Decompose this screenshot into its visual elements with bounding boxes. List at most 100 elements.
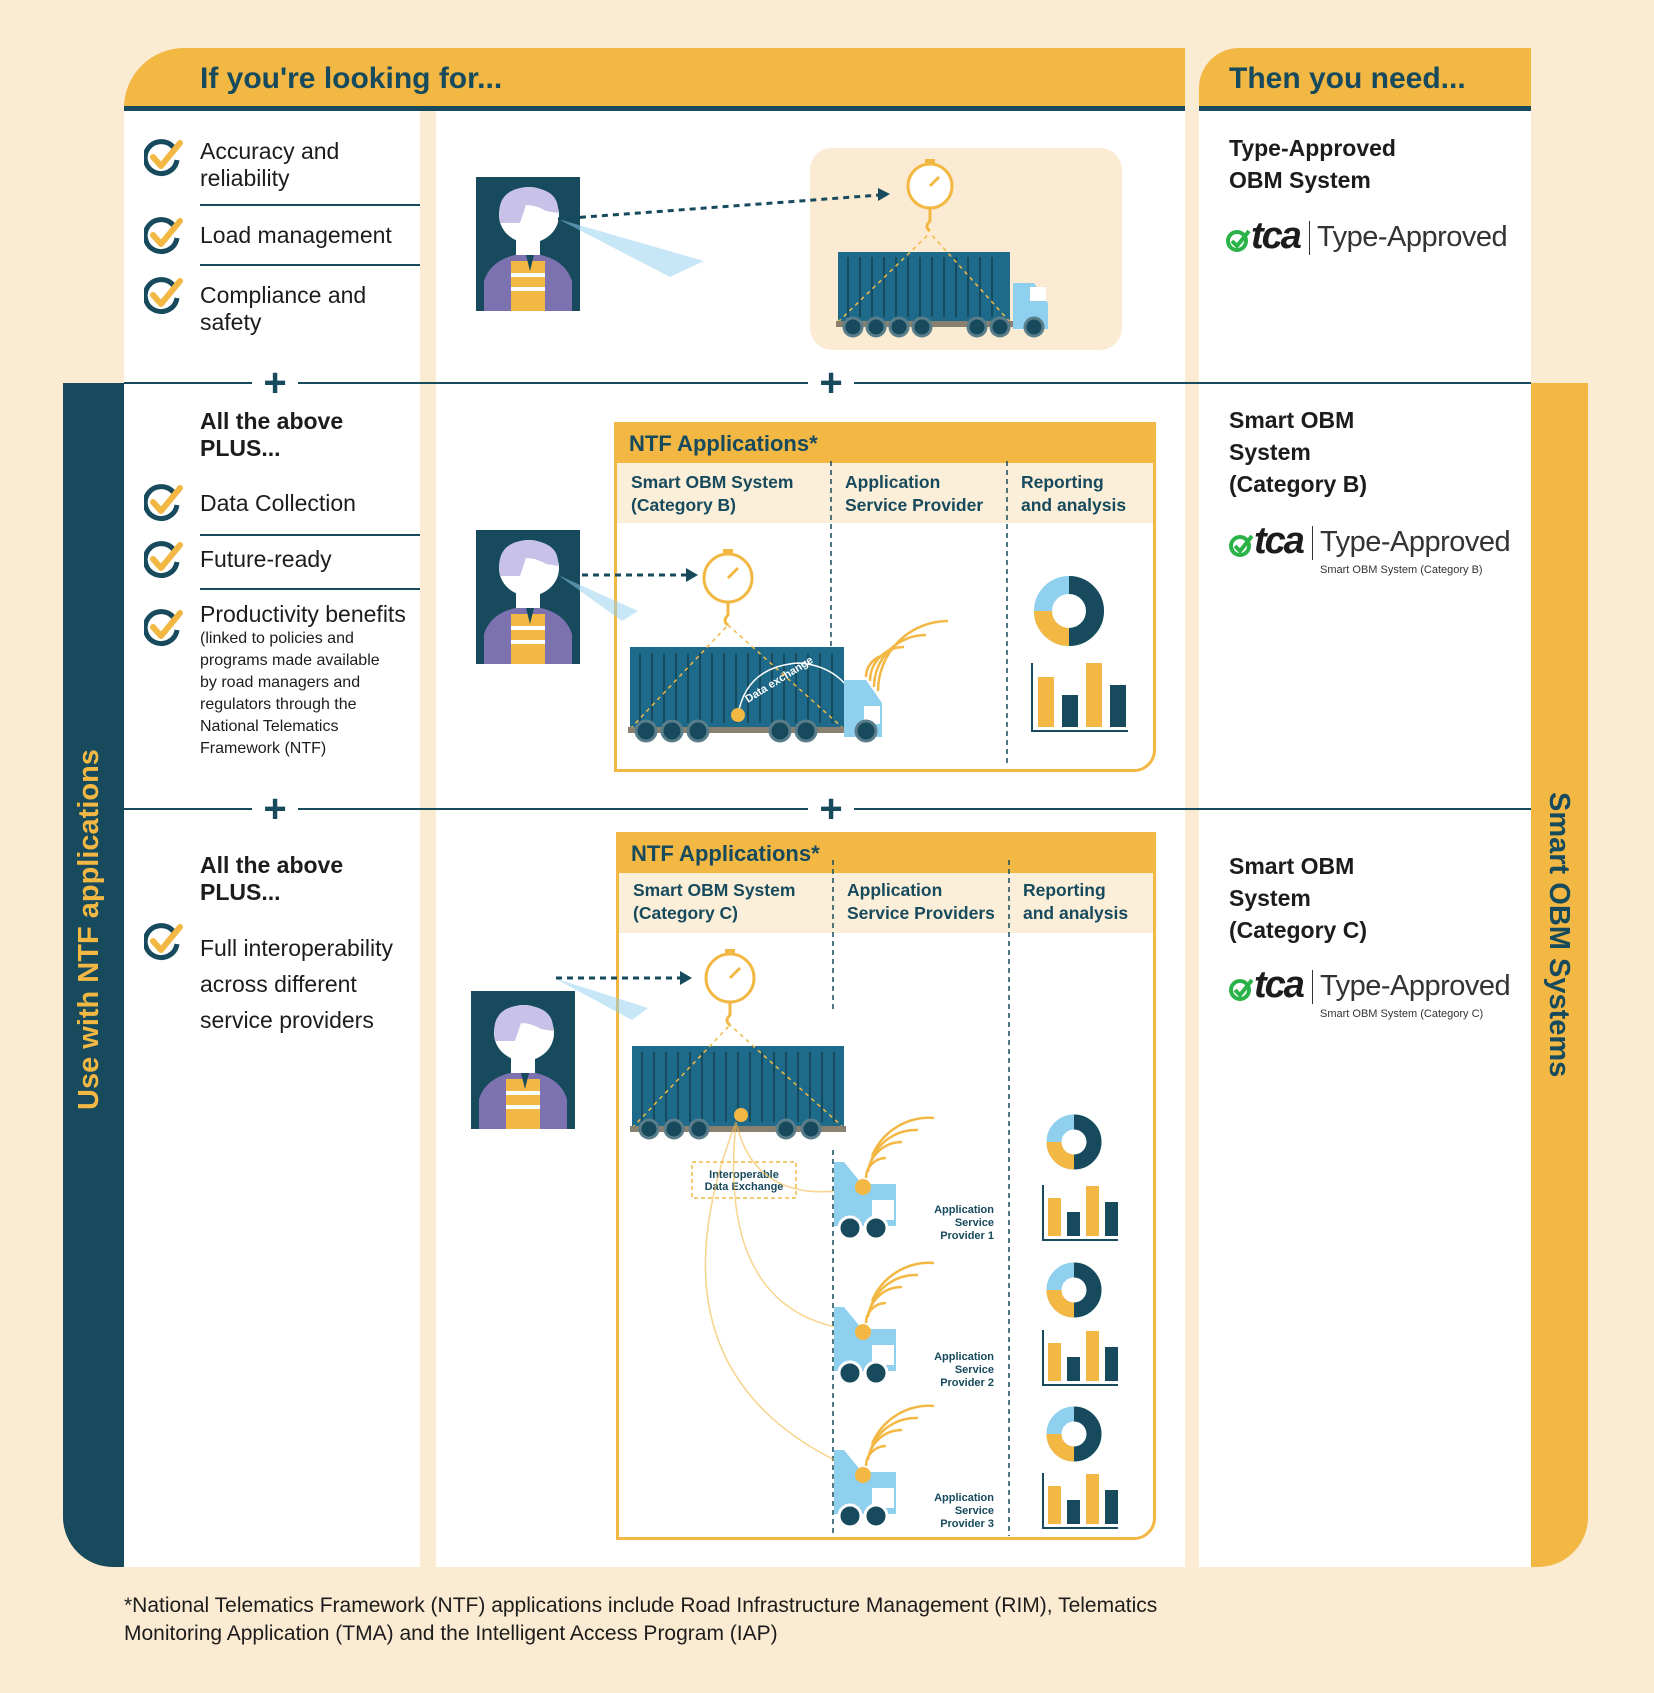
check-icon [144,540,184,580]
requirement-title: Smart OBM System (Category B) [1229,404,1367,500]
provider-label-line: Service [955,1217,994,1229]
ntf-column-headers: Smart OBM System (Category C) Applicatio… [619,873,1153,933]
bar-chart-icon [1042,1185,1118,1241]
check-icon [144,138,184,178]
criterion-line: across different [200,971,357,997]
column-header: Smart OBM System (Category B) [631,471,793,517]
interop-label: Interoperable [709,1169,779,1181]
tca-badge: tca Type-Approved Smart OBM System (Cate… [1228,520,1518,582]
plus-icon: + [808,789,854,829]
tca-logo: tca [1254,964,1305,1006]
operator-icon [476,530,580,664]
looking-for-title: If you're looking for... [200,62,503,95]
badge-divider [1312,970,1313,1004]
badge-text: Type-Approved [1317,221,1508,253]
provider-label-line: Service [955,1364,994,1376]
plus-icon: + [808,363,854,403]
right-band-label: Smart OBM Systems [1543,792,1575,1078]
right-band [1530,383,1588,1567]
divider [200,534,420,536]
donut-chart-icon [1046,1262,1102,1318]
criterion-compliance: Compliance and safety [200,282,367,335]
weight-scale-icon [704,949,756,1027]
green-check-icon [1229,978,1254,1001]
criterion-future-ready: Future-ready [200,546,332,572]
intro-line: PLUS... [200,435,281,461]
provider-label-line: Provider 2 [940,1377,994,1389]
column-header-line: Smart OBM System [633,880,796,900]
note-line: Framework (NTF) [200,740,327,757]
bar-chart-icon [1042,1330,1118,1386]
green-check-icon [1229,534,1254,557]
badge-text: Type-Approved [1320,970,1511,1002]
weight-scale-icon [906,159,954,233]
check-icon [144,483,184,523]
criterion-load: Load management [200,222,392,248]
tier3-intro: All the above PLUS... [200,852,343,906]
column-header-line: Service Providers [847,903,995,923]
badge-text: Type-Approved [1320,526,1511,558]
divider [200,588,420,590]
intro-line: All the above [200,408,344,434]
tier2-diagram: Data exchange [476,461,1128,767]
criterion-label: Productivity benefits [200,601,406,627]
column-header-line: and analysis [1021,495,1127,515]
divider [200,264,420,266]
footnote-line: *National Telematics Framework (NTF) app… [124,1594,1158,1617]
operator-icon [476,177,580,311]
left-band [63,383,127,1567]
interop-label: Data Exchange [705,1181,784,1193]
tca-logo: tca [1254,520,1305,562]
footnote-line: Monitoring Application (TMA) and the Int… [124,1622,778,1645]
plus-icon: + [252,363,298,403]
requirement-title: Smart OBM System (Category C) [1229,850,1367,946]
tca-logo: tca [1251,215,1302,257]
truck-cab-icon [834,1162,896,1241]
tca-badge: tca Type-Approved Smart OBM System (Cate… [1228,964,1518,1026]
divider [200,204,420,206]
weight-scale-icon [702,549,754,627]
column-header-line: (Category C) [633,903,739,923]
donut-chart-icon [1046,1406,1102,1462]
column-header-line: Reporting [1021,472,1104,492]
trailer-icon [630,1024,846,1140]
criterion-line: Full interoperability [200,935,394,961]
requirement-line: OBM System [1229,167,1371,193]
criterion-productivity: Productivity benefits (linked to policie… [200,601,415,760]
provider-label-line: Application [934,1351,994,1363]
footnote: *National Telematics Framework (NTF) app… [124,1592,1157,1648]
requirement-title: Type-Approved OBM System [1229,132,1396,196]
then-need-title: Then you need... [1229,62,1466,95]
intro-line: All the above [200,852,344,878]
column-header: Reporting and analysis [1023,879,1128,925]
provider-label: Application Service Provider 3 [934,1492,994,1530]
column-header: Application Service Providers [847,879,995,925]
bar-chart-icon [1031,663,1128,732]
requirement-line: (Category C) [1229,917,1368,943]
requirement-line: System [1229,439,1311,465]
check-icon [144,216,184,256]
provider-label-line: Provider 3 [940,1518,994,1530]
criterion-accuracy: Accuracy and reliability [200,138,340,191]
operator-icon [471,991,575,1129]
ntf-title: NTF Applications* [617,425,1153,463]
column-header-line: Reporting [1023,880,1106,900]
note-line: programs made available [200,652,380,669]
provider-label: Application Service Provider 1 [934,1204,994,1242]
signal-waves-icon [864,619,949,692]
bar-chart-icon [1042,1473,1118,1529]
badge-divider [1309,221,1310,255]
criterion-line: service providers [200,1007,374,1033]
provider-label-line: Application [934,1492,994,1504]
requirement-line: Smart OBM [1229,853,1355,879]
badge-subtext: Smart OBM System (Category C) [1320,1008,1484,1020]
truck-icon [836,232,1048,338]
ntf-column-headers: Smart OBM System (Category B) Applicatio… [617,463,1153,523]
green-check-icon [1226,229,1251,252]
badge-subtext: Smart OBM System (Category B) [1320,564,1483,576]
note-line: National Telematics [200,718,339,735]
criterion-interoperability: Full interoperability across different s… [200,930,393,1038]
column-header-line: Application [847,880,943,900]
provider-label-line: Application [934,1204,994,1216]
intro-line: PLUS... [200,879,281,905]
